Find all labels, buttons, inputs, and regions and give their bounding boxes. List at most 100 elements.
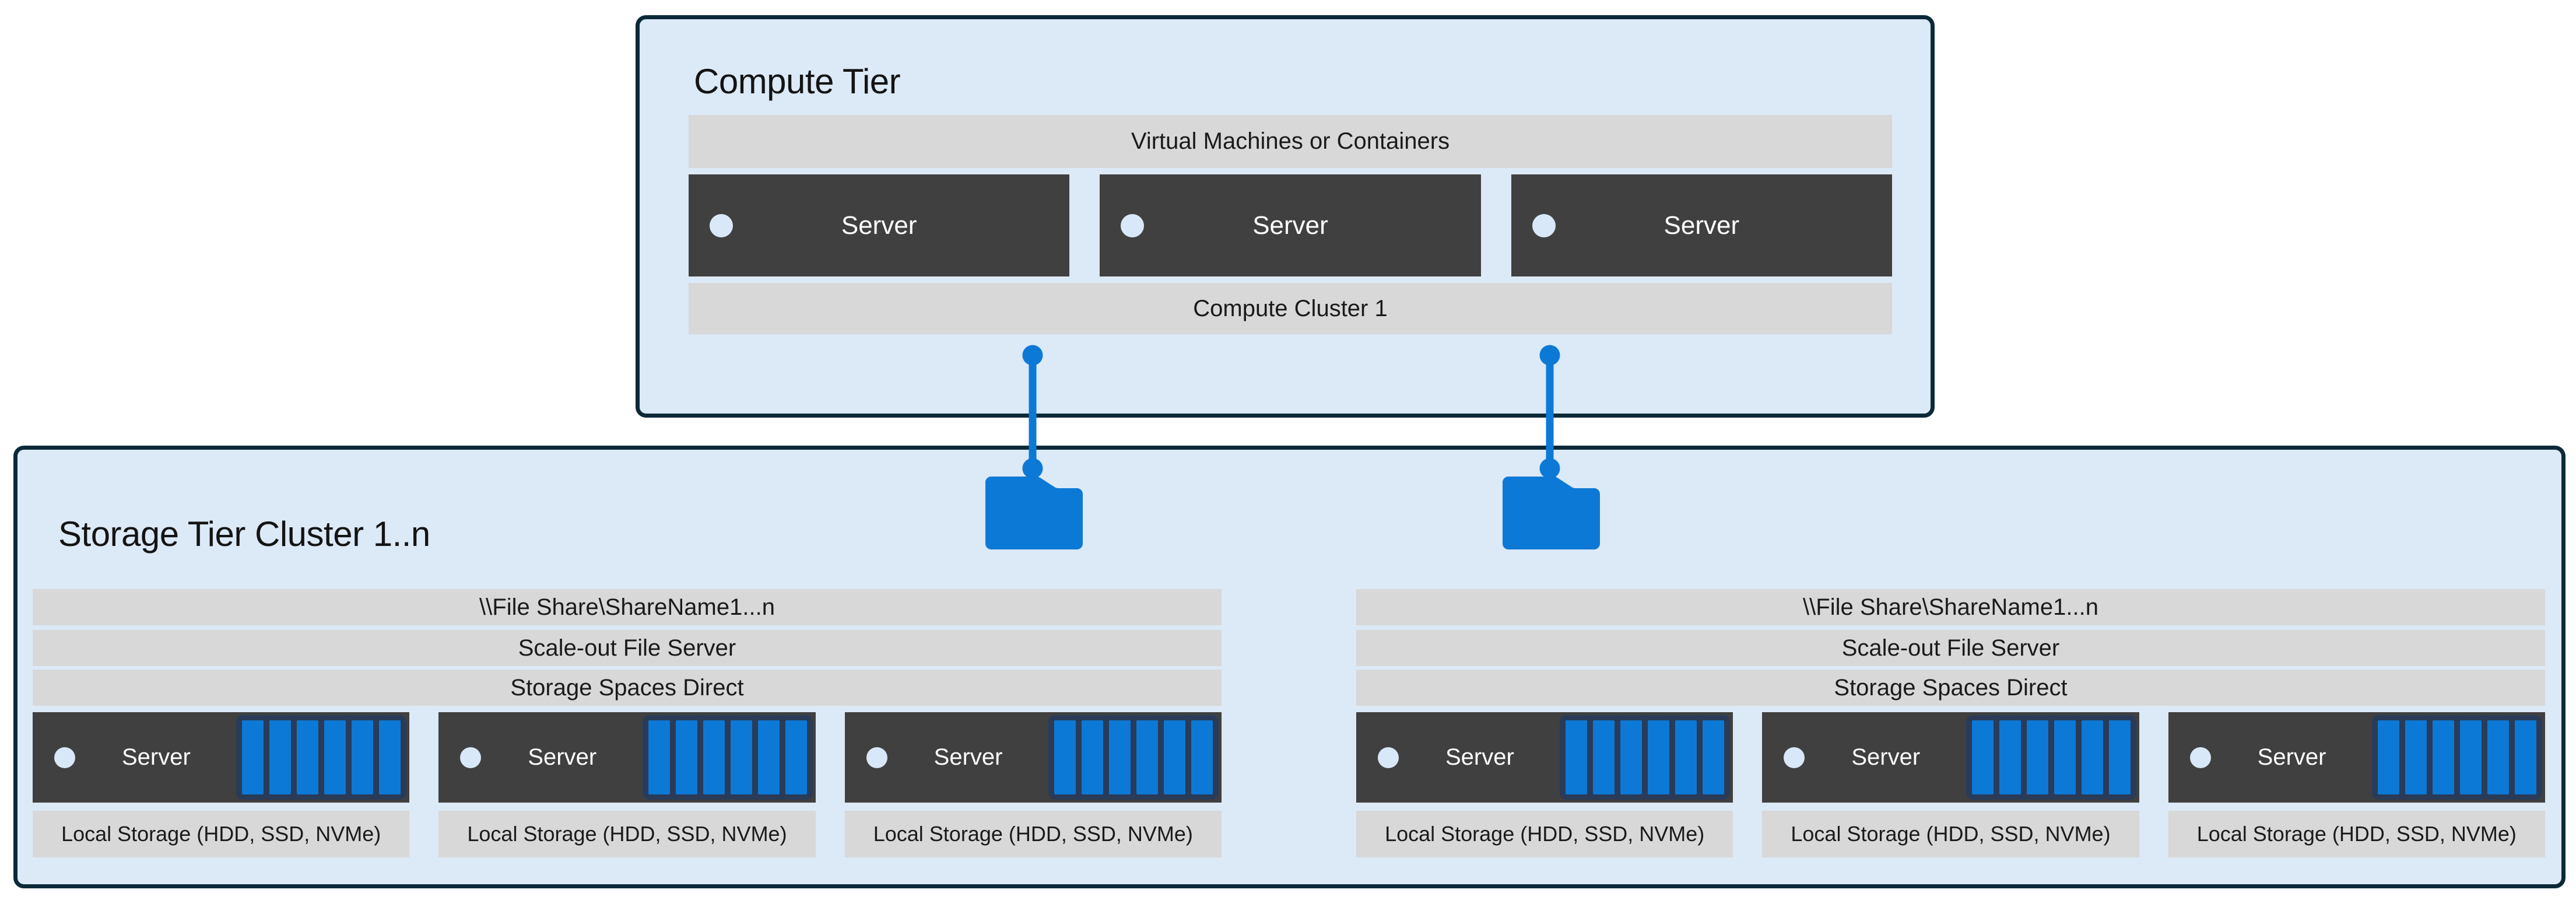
scale-out-file-server-bar: Scale-out File Server bbox=[33, 630, 1222, 666]
disk-array-icon bbox=[2371, 715, 2542, 800]
server-label: Server bbox=[1663, 211, 1740, 240]
storage-server-box: Server bbox=[2168, 712, 2545, 803]
scale-out-file-server-label: Scale-out File Server bbox=[518, 635, 736, 661]
disk-bar bbox=[675, 720, 697, 794]
disk-bar bbox=[2405, 720, 2427, 794]
disk-bar bbox=[1054, 720, 1076, 794]
local-storage-row: Local Storage (HDD, SSD, NVMe) Local Sto… bbox=[33, 811, 1222, 857]
disk-bar bbox=[730, 720, 752, 794]
compute-server-box: Server bbox=[1100, 174, 1481, 276]
storage-group: \\File Share\ShareName1...n Scale-out Fi… bbox=[1356, 589, 2545, 857]
compute-tier-box: Compute Tier Virtual Machines or Contain… bbox=[636, 15, 1935, 418]
local-storage-label: Local Storage (HDD, SSD, NVMe) bbox=[873, 822, 1193, 846]
disk-bar bbox=[2081, 720, 2103, 794]
storage-server-box: Server bbox=[1762, 712, 2139, 803]
local-storage-bar: Local Storage (HDD, SSD, NVMe) bbox=[438, 811, 816, 857]
disk-bar bbox=[2432, 720, 2454, 794]
disk-bar bbox=[324, 720, 346, 794]
file-share-bar-label: \\File Share\ShareName1...n bbox=[479, 594, 775, 620]
disk-bar bbox=[648, 720, 670, 794]
server-label: Server bbox=[122, 744, 191, 770]
local-storage-bar: Local Storage (HDD, SSD, NVMe) bbox=[2168, 811, 2545, 857]
storage-server-row: Server Server Server bbox=[33, 712, 1222, 803]
disk-bar bbox=[1648, 720, 1670, 794]
storage-server-box: Server bbox=[1356, 712, 1733, 803]
disk-bar bbox=[757, 720, 780, 794]
local-storage-bar: Local Storage (HDD, SSD, NVMe) bbox=[33, 811, 410, 857]
disk-bar bbox=[1703, 720, 1725, 794]
server-label: Server bbox=[1445, 744, 1514, 770]
server-label: Server bbox=[1252, 211, 1328, 240]
local-storage-bar: Local Storage (HDD, SSD, NVMe) bbox=[844, 811, 1222, 857]
disk-bar bbox=[2514, 720, 2536, 794]
disk-array-icon bbox=[1560, 715, 1731, 800]
disk-array-icon bbox=[1048, 715, 1219, 800]
local-storage-label: Local Storage (HDD, SSD, NVMe) bbox=[2196, 822, 2517, 846]
disk-bar bbox=[1081, 720, 1103, 794]
disk-bar bbox=[1108, 720, 1131, 794]
disk-array-icon bbox=[642, 715, 813, 800]
disk-bar bbox=[1191, 720, 1213, 794]
disk-bar bbox=[1999, 720, 2021, 794]
storage-server-box: Server bbox=[844, 712, 1222, 803]
disk-bar bbox=[1163, 720, 1185, 794]
server-dot-icon bbox=[1378, 747, 1399, 768]
storage-server-box: Server bbox=[33, 712, 410, 803]
local-storage-bar: Local Storage (HDD, SSD, NVMe) bbox=[1762, 811, 2139, 857]
server-dot-icon bbox=[866, 747, 887, 768]
local-storage-label: Local Storage (HDD, SSD, NVMe) bbox=[1385, 822, 1705, 846]
disk-bar bbox=[379, 720, 401, 794]
disk-bar bbox=[2459, 720, 2482, 794]
server-dot-icon bbox=[1784, 747, 1805, 768]
disk-bar bbox=[2026, 720, 2048, 794]
server-dot-icon bbox=[1532, 213, 1556, 237]
disk-bar bbox=[269, 720, 292, 794]
scale-out-file-server-label: Scale-out File Server bbox=[1841, 635, 2060, 661]
compute-tier-title: Compute Tier bbox=[694, 62, 901, 101]
disk-array-icon bbox=[236, 715, 407, 800]
server-label: Server bbox=[841, 211, 917, 240]
storage-server-box: Server bbox=[438, 712, 816, 803]
file-share-bar: \\File Share\ShareName1...n bbox=[33, 589, 1222, 625]
disk-bar bbox=[352, 720, 374, 794]
disk-array-icon bbox=[1966, 715, 2136, 800]
disk-bar bbox=[2108, 720, 2131, 794]
local-storage-row: Local Storage (HDD, SSD, NVMe) Local Sto… bbox=[1356, 811, 2545, 857]
storage-tier-title: Storage Tier Cluster 1..n bbox=[58, 514, 430, 554]
storage-spaces-direct-bar: Storage Spaces Direct bbox=[33, 670, 1222, 706]
storage-spaces-direct-bar: Storage Spaces Direct bbox=[1356, 670, 2545, 706]
disk-bar bbox=[2054, 720, 2076, 794]
server-dot-icon bbox=[2189, 747, 2211, 768]
disk-bar bbox=[297, 720, 319, 794]
compute-server-box: Server bbox=[1511, 174, 1892, 276]
disk-bar bbox=[1593, 720, 1615, 794]
local-storage-label: Local Storage (HDD, SSD, NVMe) bbox=[61, 822, 381, 846]
local-storage-label: Local Storage (HDD, SSD, NVMe) bbox=[1791, 822, 2111, 846]
disk-bar bbox=[1675, 720, 1697, 794]
server-label: Server bbox=[2257, 744, 2326, 770]
disk-bar bbox=[242, 720, 264, 794]
storage-group: \\File Share\ShareName1...n Scale-out Fi… bbox=[33, 589, 1222, 857]
storage-spaces-direct-label: Storage Spaces Direct bbox=[1834, 674, 2068, 701]
disk-bar bbox=[1620, 720, 1643, 794]
vm-containers-bar-label: Virtual Machines or Containers bbox=[1131, 128, 1450, 154]
vm-containers-bar: Virtual Machines or Containers bbox=[689, 115, 1892, 168]
compute-cluster-bar: Compute Cluster 1 bbox=[689, 283, 1892, 334]
disk-bar bbox=[703, 720, 725, 794]
storage-spaces-direct-label: Storage Spaces Direct bbox=[510, 674, 744, 701]
compute-cluster-bar-label: Compute Cluster 1 bbox=[1193, 295, 1388, 321]
disk-bar bbox=[1566, 720, 1588, 794]
server-label: Server bbox=[933, 744, 1003, 770]
server-dot-icon bbox=[1121, 213, 1145, 237]
disk-bar bbox=[2377, 720, 2399, 794]
compute-server-box: Server bbox=[689, 174, 1070, 276]
server-label: Server bbox=[528, 744, 597, 770]
server-dot-icon bbox=[54, 747, 75, 768]
server-dot-icon bbox=[710, 213, 733, 237]
storage-tier-box: Storage Tier Cluster 1..n \\File Share\S… bbox=[13, 446, 2566, 888]
disk-bar bbox=[785, 720, 807, 794]
file-share-bar: \\File Share\ShareName1...n bbox=[1356, 589, 2545, 625]
compute-server-row: Server Server Server bbox=[689, 174, 1892, 276]
disk-bar bbox=[1136, 720, 1158, 794]
